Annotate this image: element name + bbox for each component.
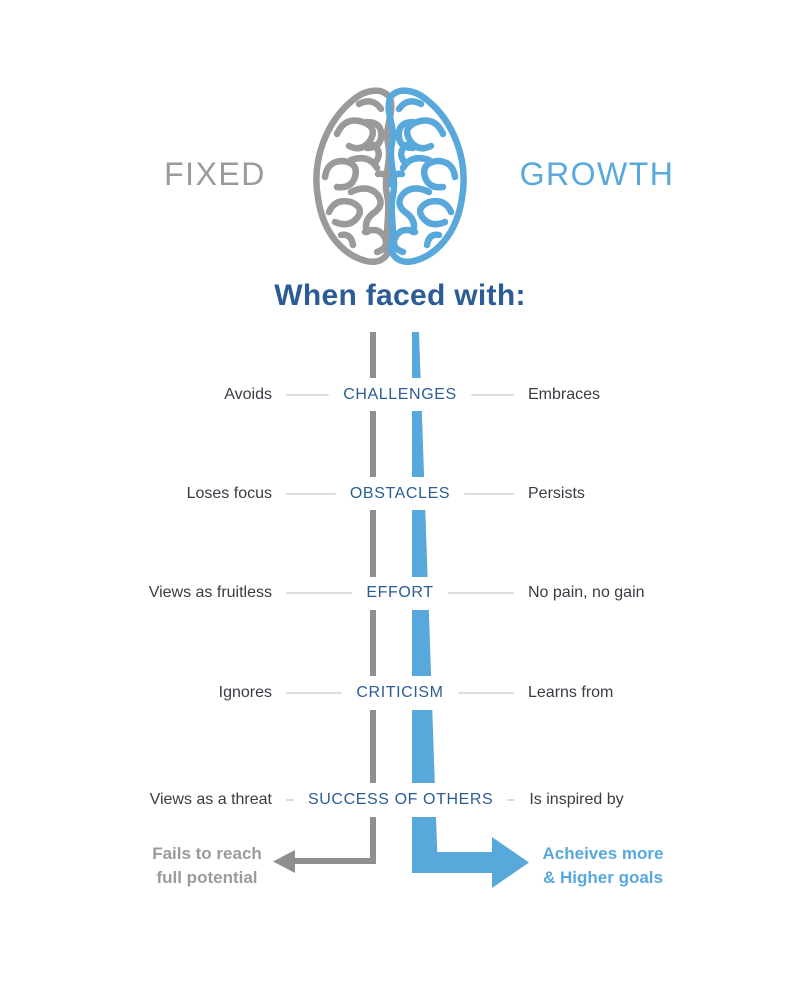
category-label: CHALLENGES — [343, 386, 457, 403]
category-label: EFFORT — [366, 584, 434, 601]
fixed-response: Views as fruitless — [148, 584, 272, 601]
growth-arrowhead-icon — [492, 837, 529, 888]
fixed-outcome-line2: full potential — [156, 868, 258, 887]
growth-outcome-text: Acheives more & Higher goals — [528, 842, 678, 890]
fixed-response: Avoids — [224, 386, 272, 403]
row-effort: Views as fruitless EFFORT No pain, no ga… — [100, 579, 700, 607]
growth-arrow-shaft — [412, 852, 493, 873]
fixed-response: Loses focus — [186, 485, 272, 502]
fixed-outcome-line1: Fails to reach — [152, 844, 262, 863]
connector-line — [286, 592, 353, 594]
growth-response: No pain, no gain — [528, 584, 645, 601]
growth-outcome-line2: & Higher goals — [543, 868, 663, 887]
growth-response: Persists — [528, 485, 585, 502]
growth-response: Is inspired by — [529, 791, 624, 808]
row-challenges: Avoids CHALLENGES Embraces — [100, 381, 700, 409]
category-label: CRITICISM — [356, 684, 444, 701]
connector-line — [286, 493, 336, 495]
brain-icon — [299, 82, 489, 270]
growth-outcome-line1: Acheives more — [542, 844, 664, 863]
connector-line — [286, 692, 343, 694]
fixed-response: Views as a threat — [149, 791, 272, 808]
fixed-mindset-label: FIXED — [164, 156, 266, 192]
connector-line — [464, 493, 514, 495]
connector-line — [286, 394, 330, 396]
fixed-response: Ignores — [218, 684, 272, 701]
connector-line — [507, 799, 516, 801]
connector-line — [470, 394, 514, 396]
growth-mindset-label: GROWTH — [519, 156, 675, 192]
fixed-line-elbow — [294, 817, 376, 864]
connector-line — [447, 592, 514, 594]
fixed-outcome-text: Fails to reach full potential — [132, 842, 282, 890]
brain-left-hemisphere — [316, 91, 391, 262]
category-label: OBSTACLES — [349, 485, 451, 502]
connector-line — [286, 799, 294, 801]
growth-response: Embraces — [528, 386, 601, 403]
brain-right-hemisphere — [389, 91, 464, 262]
row-success-of-others: Views as a threat SUCCESS OF OTHERS Is i… — [100, 786, 700, 814]
row-criticism: Ignores CRITICISM Learns from — [100, 679, 700, 707]
growth-response: Learns from — [528, 684, 614, 701]
connector-line — [457, 692, 514, 694]
category-label: SUCCESS OF OTHERS — [308, 791, 494, 808]
page-title: When faced with: — [274, 279, 526, 312]
row-obstacles: Loses focus OBSTACLES Persists — [100, 480, 700, 508]
